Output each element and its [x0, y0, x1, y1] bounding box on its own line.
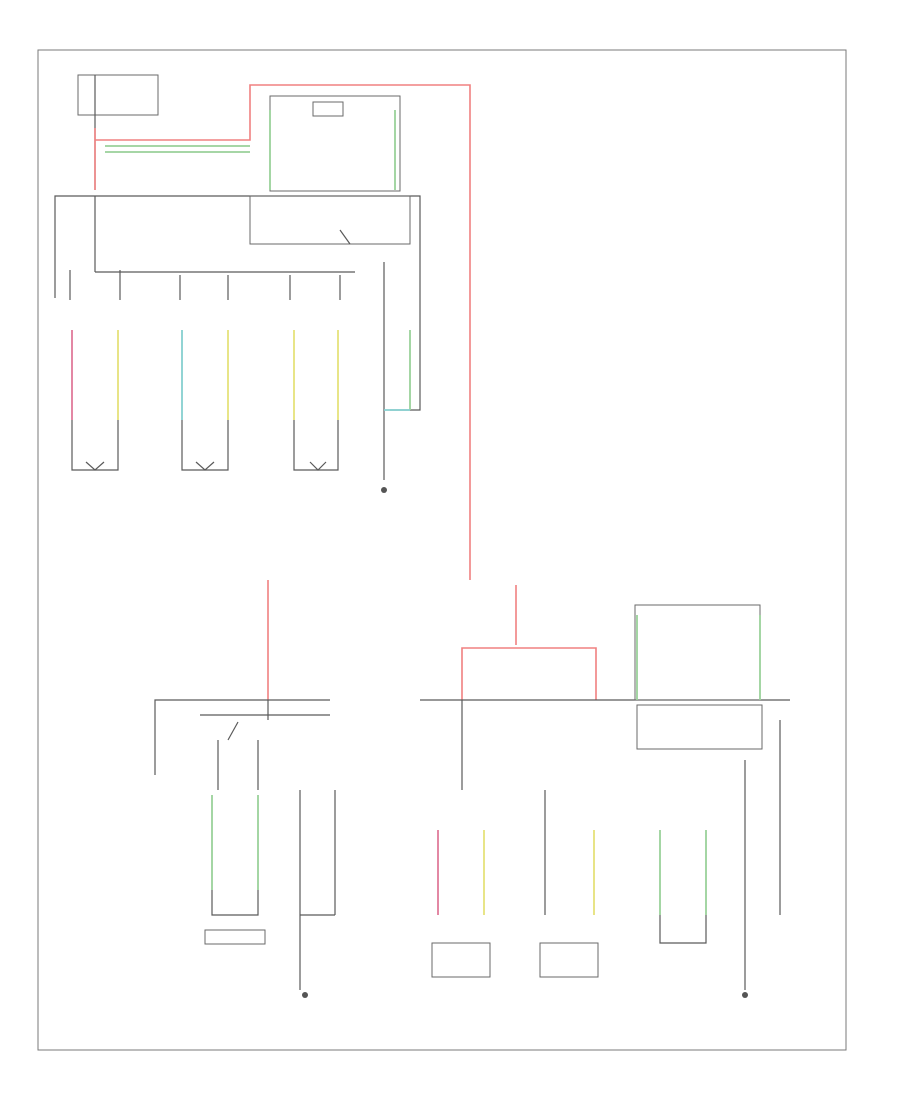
driver-lock-switch — [312, 101, 344, 117]
fuse-box — [77, 74, 159, 116]
passenger-lock-motor-box — [634, 604, 761, 701]
door-lock-actuator-4-icon — [431, 942, 491, 978]
ground-symbol-3 — [742, 992, 748, 998]
door-lock-actuator-5-icon — [539, 942, 599, 978]
passenger-switch-box — [636, 704, 763, 750]
door-lock-actuator-2-icon — [195, 461, 215, 471]
ground-symbol-2 — [302, 992, 308, 998]
diagram-frame — [37, 49, 847, 1051]
driver-bus — [54, 195, 421, 411]
ground-symbol-1 — [381, 487, 387, 493]
driver-switch-box — [249, 195, 411, 245]
door-lock-actuator-1-icon — [85, 461, 105, 471]
driver-lock-motor-box — [269, 95, 401, 192]
passenger-lock-switch-box — [204, 929, 266, 945]
driver-section — [54, 74, 471, 580]
passenger-section — [420, 585, 790, 998]
passenger-switch-section — [154, 580, 336, 998]
door-lock-actuator-3-icon — [309, 461, 327, 471]
